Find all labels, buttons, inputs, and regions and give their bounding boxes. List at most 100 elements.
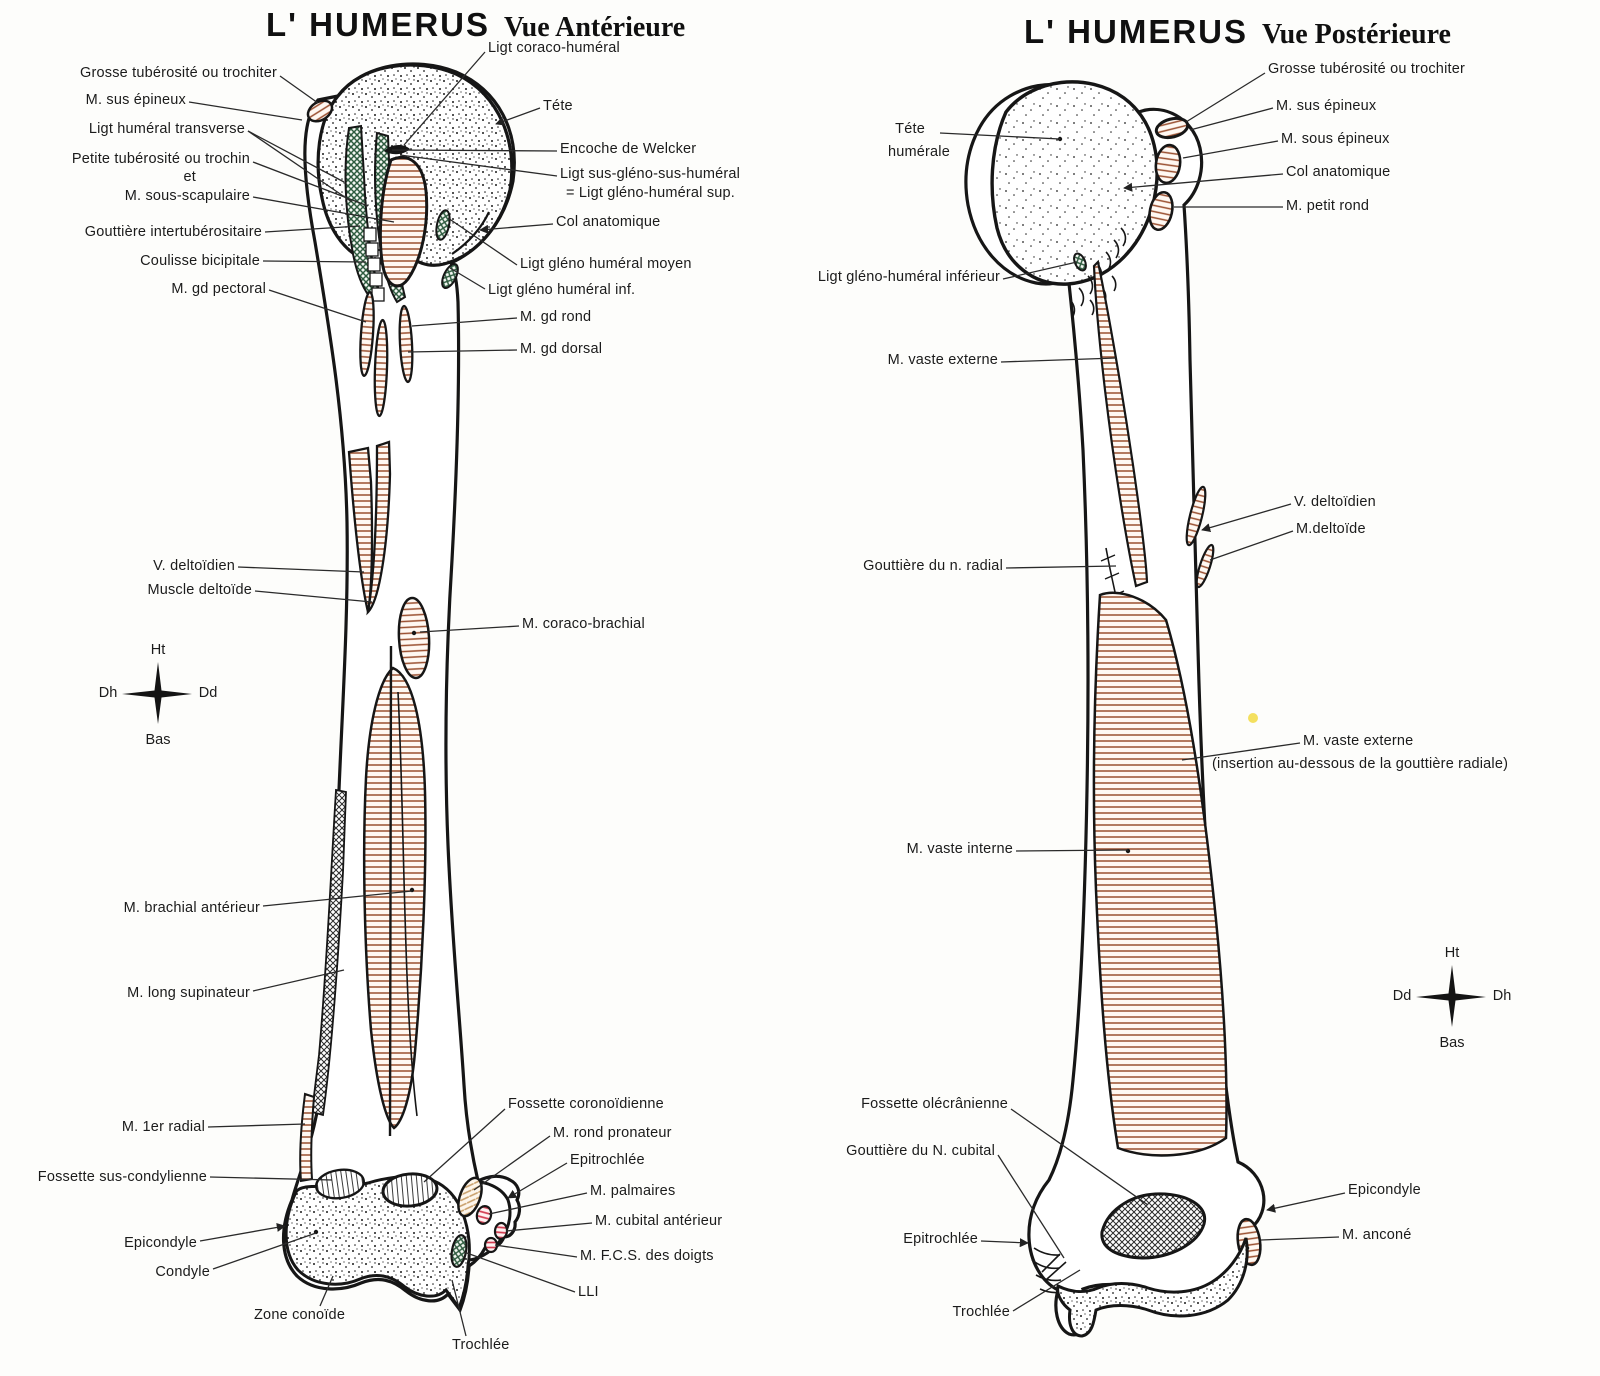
anatomy-label: Trochlée <box>952 1304 1010 1320</box>
anatomy-label: Gouttière du N. cubital <box>846 1143 995 1159</box>
anatomy-label: Col anatomique <box>556 214 661 230</box>
anatomy-label: Ligt gléno huméral moyen <box>520 256 692 272</box>
anatomy-label: Téte <box>543 98 573 114</box>
leader-line <box>1266 1192 1346 1213</box>
figure-title-sub: Vue Postérieure <box>1262 19 1451 50</box>
anterior-humerus-drawing <box>282 62 522 1314</box>
anatomy-label: M. vaste externe <box>887 352 998 368</box>
anatomy-label: Ligt huméral transverse <box>88 121 245 137</box>
pronator-teres-insertion <box>457 1176 483 1218</box>
leader-line <box>268 289 367 323</box>
anatomy-label: Grosse tubérosité ou trochiter <box>1268 61 1466 77</box>
leader-line <box>1201 503 1292 533</box>
brachialis-origin <box>362 666 427 1130</box>
leader-line <box>488 1192 588 1215</box>
anatomy-label: M. rond pronateur <box>553 1125 672 1141</box>
leader-line <box>447 217 518 266</box>
anatomy-label: M. 1er radial <box>121 1119 205 1135</box>
leader-line <box>451 1279 467 1337</box>
leader-line <box>212 1232 317 1270</box>
leader-line <box>1123 173 1284 192</box>
anatomy-label: Gouttière intertubérositaire <box>84 224 262 240</box>
anatomy-label: M. gd rond <box>520 309 592 325</box>
humeral-head-posterior <box>990 80 1159 286</box>
leader-line <box>207 1123 306 1128</box>
leader-line <box>209 1176 333 1181</box>
leader-line <box>252 969 345 992</box>
glenohumeral-lig-middle <box>435 209 451 241</box>
anatomy-label: Grosse tubérosité ou trochiter <box>79 65 277 81</box>
anatomy-label: Ligt gléno huméral inf. <box>488 282 636 298</box>
leader-line <box>495 107 541 126</box>
anatomy-label: M. gd dorsal <box>520 341 603 357</box>
anatomy-label: M. vaste externe <box>1303 733 1414 749</box>
leader-line <box>997 1154 1065 1259</box>
leader-line <box>980 1238 1029 1248</box>
coracobrachialis-insertion <box>397 596 431 680</box>
anatomy-label: M. vaste interne <box>906 841 1013 857</box>
compass-star <box>1416 965 1486 1027</box>
leader-line <box>252 161 369 207</box>
figure-title-sub: Vue Antérieure <box>504 12 686 43</box>
yellow-speck <box>1248 713 1258 723</box>
leader-line <box>1182 140 1279 159</box>
anatomy-label: Fossette olécrânienne <box>861 1096 1008 1112</box>
posterior-condyle-mass <box>1056 1237 1249 1338</box>
anatomy-label: Col anatomique <box>1286 164 1391 180</box>
anatomy-label: M. anconé <box>1342 1227 1412 1243</box>
leader-line <box>479 223 554 234</box>
leader-line <box>188 101 303 121</box>
anatomy-label: M. F.C.S. des doigts <box>580 1248 714 1264</box>
anatomy-label: Epitrochlée <box>903 1231 978 1247</box>
leader-line <box>449 267 486 290</box>
anatomy-label: Ligt gléno-huméral inférieur <box>817 269 1000 285</box>
olecranon-fossa <box>1100 1192 1207 1260</box>
fcu-origin <box>493 1221 509 1241</box>
anatomy-label: V. deltoïdien <box>1294 494 1376 510</box>
anatomy-label: M. sous-scapulaire <box>124 188 250 204</box>
leader-line <box>252 196 395 223</box>
palmaris-origin <box>475 1205 493 1225</box>
anatomy-label: Muscle deltoïde <box>147 582 252 598</box>
anatomy-label: V. deltoïdien <box>153 558 235 574</box>
trochiter-facet <box>1154 116 1190 140</box>
anatomy-label: = Ligt gléno-huméral sup. <box>566 185 736 201</box>
leader-line <box>1189 107 1274 131</box>
anatomy-label: Fossette sus-condylienne <box>37 1169 207 1185</box>
anatomy-label: Condyle <box>155 1264 210 1280</box>
leader-line <box>1012 1269 1081 1312</box>
anatomy-label: Epicondyle <box>1348 1182 1421 1198</box>
anatomy-label: Coulisse bicipitale <box>140 253 260 269</box>
leader-line <box>463 1251 576 1293</box>
deltoid-insertion-post <box>1195 543 1215 589</box>
leader-line <box>419 625 520 633</box>
leader-line <box>262 890 413 907</box>
leader-line <box>1181 742 1301 761</box>
anatomy-label: humérale <box>887 144 950 160</box>
anatomy-label: Trochlée <box>452 1337 510 1353</box>
vastus-lateralis-origin <box>1092 259 1149 588</box>
ulnar-nerve-groove-marks <box>1031 1247 1067 1294</box>
anatomy-label: M. sus épineux <box>1276 98 1377 114</box>
anatomy-label: Epicondyle <box>124 1235 197 1251</box>
leader-line <box>1185 72 1266 123</box>
pointer-dot <box>411 630 417 636</box>
posterior-humerus-drawing <box>964 80 1266 1338</box>
anatomy-label: M.deltoïde <box>1296 521 1366 537</box>
shaft-crest-line <box>388 645 393 1137</box>
anatomy-label: Encoche de Welcker <box>560 141 697 157</box>
compass-direction-label: Dh <box>1492 988 1512 1004</box>
leader-line <box>505 1222 593 1232</box>
leader-line <box>237 566 365 573</box>
compass-direction-label: Ht <box>1444 945 1460 961</box>
supracondylar-fossa <box>315 1168 365 1200</box>
leader-line <box>262 260 367 263</box>
leader-line <box>319 1275 334 1307</box>
anatomy-label: Fossette coronoïdienne <box>508 1096 664 1112</box>
leader-line <box>507 1162 568 1199</box>
compass-direction-label: Bas <box>1439 1035 1465 1051</box>
pectoralis-insertion <box>373 318 389 418</box>
leader-line <box>247 130 353 203</box>
